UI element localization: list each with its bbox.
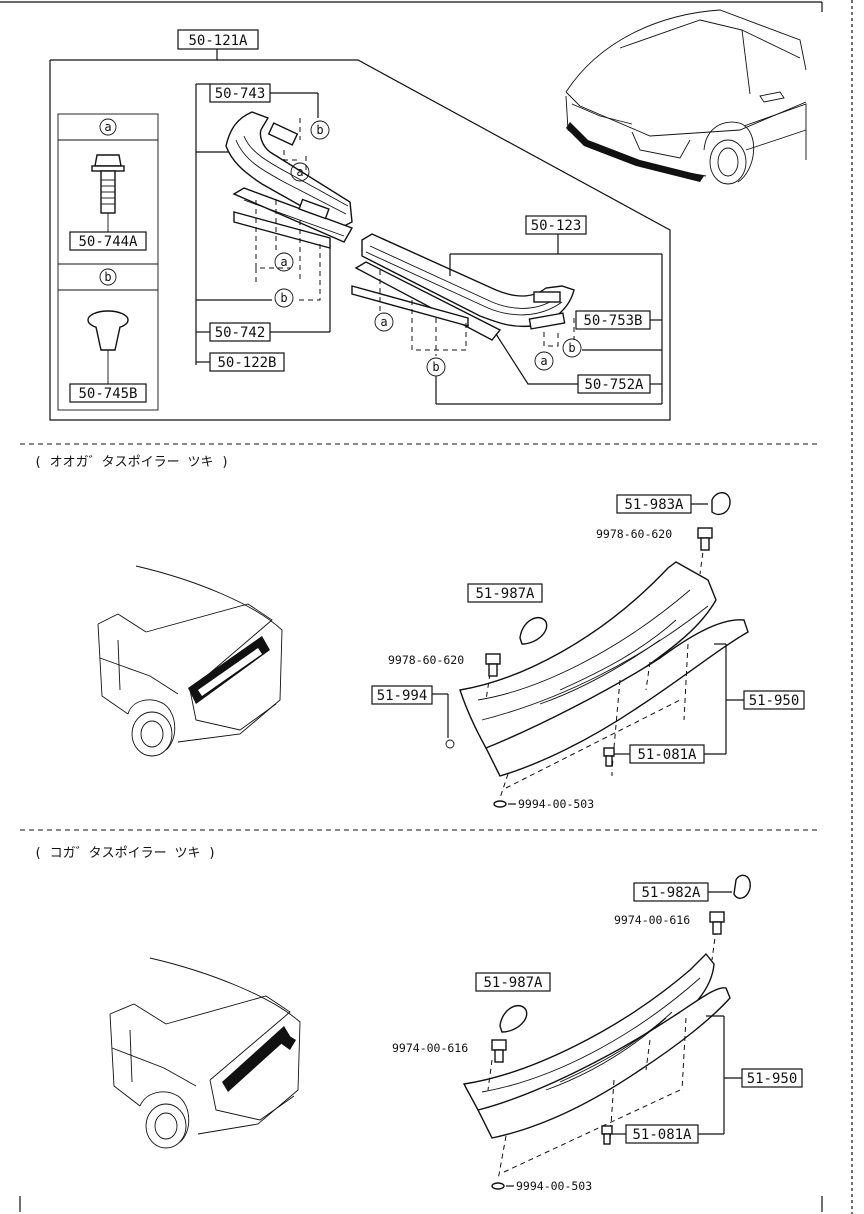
small-spoiler-section: ( コガ゛タスポイラー ツキ ) xyxy=(34,846,803,1193)
right-leader-lines xyxy=(435,234,663,405)
washer-icon xyxy=(491,1182,505,1190)
bumper-left-half xyxy=(225,111,354,249)
cap-icon xyxy=(519,617,548,645)
svg-text:50-752A: 50-752A xyxy=(584,377,644,393)
svg-text:51-987A: 51-987A xyxy=(483,975,543,991)
svg-text:51-983A: 51-983A xyxy=(624,497,684,513)
svg-text:50-745B: 50-745B xyxy=(78,386,137,402)
svg-text:51-081A: 51-081A xyxy=(637,747,697,763)
bolt-icon xyxy=(485,653,501,677)
washer-icon xyxy=(493,800,507,808)
front-bumper-group: 50-121A a b 50-7 xyxy=(49,9,807,421)
svg-text:51-994: 51-994 xyxy=(377,688,428,704)
clip-icon xyxy=(87,310,129,351)
svg-text:9978-60-620: 9978-60-620 xyxy=(388,653,464,667)
screw-icon xyxy=(601,1125,613,1145)
svg-text:9978-60-620: 9978-60-620 xyxy=(596,527,672,541)
large-spoiler-section: ( オオガ゛タスポイラー ツキ ) xyxy=(34,455,805,811)
spoiler-small-dashes xyxy=(487,929,717,1181)
right-dashed-guides xyxy=(379,270,575,356)
car-rear-illustration xyxy=(97,565,283,757)
bolt-icon xyxy=(91,154,125,214)
svg-text:50-753B: 50-753B xyxy=(583,313,642,329)
svg-text:9974-00-616: 9974-00-616 xyxy=(614,913,690,927)
screw-icon xyxy=(603,747,615,767)
svg-text:9974-00-616: 9974-00-616 xyxy=(392,1041,468,1055)
cap-icon xyxy=(733,874,751,899)
svg-text:51-982A: 51-982A xyxy=(641,885,701,901)
car-front-illustration xyxy=(565,9,807,185)
bolt-icon xyxy=(697,527,713,551)
svg-text:50-744A: 50-744A xyxy=(78,234,138,250)
svg-text:a: a xyxy=(104,120,111,134)
fastener-detail-panel: a b 50-744A 5 xyxy=(57,113,159,411)
svg-text:51-987A: 51-987A xyxy=(475,586,535,602)
left-leader-lines xyxy=(195,83,331,365)
svg-text:50-742: 50-742 xyxy=(215,325,266,341)
spoiler-large xyxy=(459,561,749,777)
svg-text:b: b xyxy=(316,123,323,137)
section-title-large: ( オオガ゛タスポイラー ツキ ) xyxy=(34,455,229,470)
svg-text:9994-00-503: 9994-00-503 xyxy=(516,1179,592,1193)
svg-text:51-950: 51-950 xyxy=(747,1071,798,1087)
spoiler-small xyxy=(462,952,731,1139)
svg-text:b: b xyxy=(280,291,287,305)
plug-icon xyxy=(445,739,455,749)
cap-icon xyxy=(499,1005,528,1033)
left-dashed-guides xyxy=(255,118,321,301)
svg-text:50-122B: 50-122B xyxy=(217,355,276,371)
svg-text:51-081A: 51-081A xyxy=(632,1127,692,1143)
section-title-small: ( コガ゛タスポイラー ツキ ) xyxy=(34,846,216,861)
svg-text:b: b xyxy=(104,270,111,284)
svg-text:9994-00-503: 9994-00-503 xyxy=(518,797,594,811)
svg-text:50-121A: 50-121A xyxy=(188,33,248,49)
car-rear-illustration xyxy=(109,957,301,1149)
svg-text:b: b xyxy=(432,360,439,374)
bolt-icon xyxy=(491,1039,507,1063)
svg-text:a: a xyxy=(540,354,547,368)
svg-text:a: a xyxy=(280,255,287,269)
svg-text:51-950: 51-950 xyxy=(749,693,800,709)
svg-text:a: a xyxy=(296,165,303,179)
label-50-121A: 50-121A xyxy=(177,29,259,50)
svg-text:b: b xyxy=(568,341,575,355)
bolt-icon xyxy=(709,911,725,935)
svg-text:a: a xyxy=(380,315,387,329)
svg-text:50-123: 50-123 xyxy=(531,218,582,234)
svg-text:50-743: 50-743 xyxy=(215,86,266,102)
bumper-right-half xyxy=(351,233,575,341)
cap-icon xyxy=(711,492,731,516)
